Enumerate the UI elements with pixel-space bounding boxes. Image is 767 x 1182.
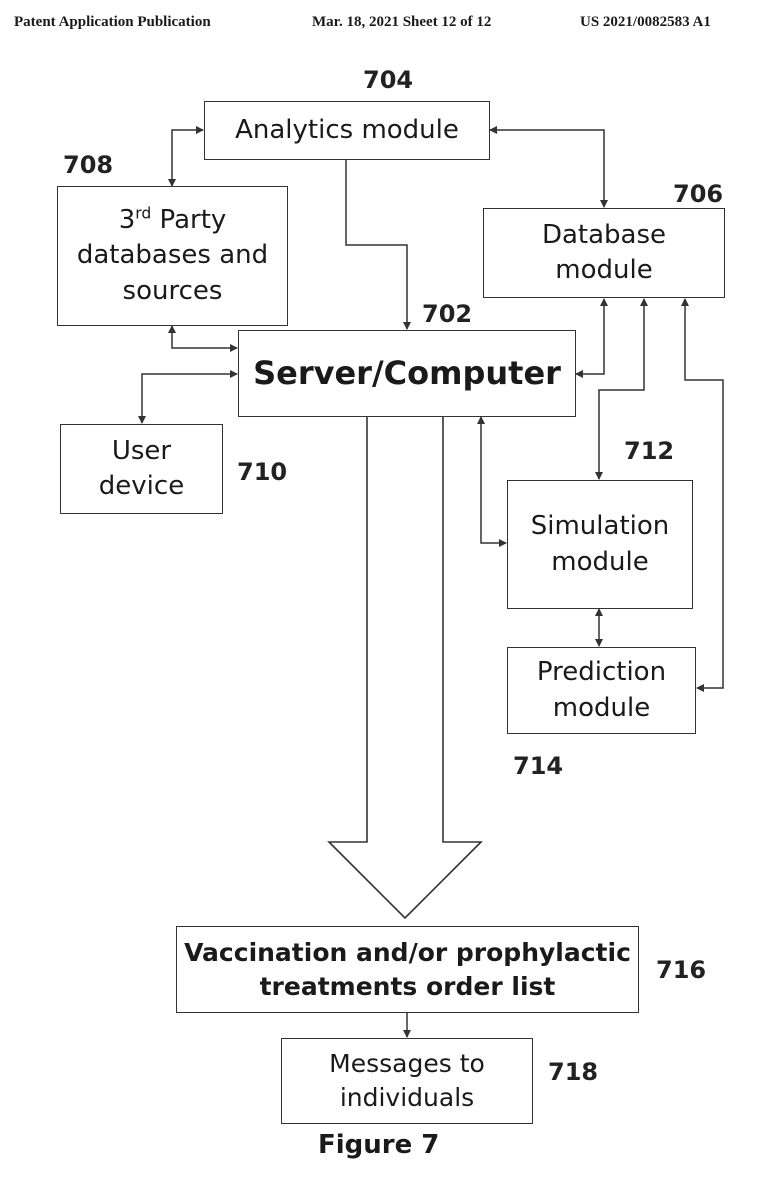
server-computer-label: Server/Computer	[253, 353, 561, 392]
messages-ref: 718	[548, 1058, 599, 1086]
third-party-databases-box: 3rd Party databases and sources	[57, 186, 288, 326]
user-device-label-line1: User	[111, 435, 172, 466]
messages-box: Messages to individuals	[281, 1038, 533, 1124]
database-module-ref: 706	[673, 180, 724, 208]
edge-thirdparty-server	[168, 325, 238, 352]
prediction-module-label-line1: Prediction	[536, 657, 667, 688]
edge-analytics-server	[345, 160, 411, 330]
edge-database-simulation	[595, 298, 648, 480]
simulation-module-ref: 712	[624, 437, 675, 465]
third-party-label-line3: sources	[122, 275, 223, 306]
server-computer-box: Server/Computer	[238, 330, 576, 417]
analytics-module-ref: 704	[363, 66, 414, 94]
analytics-module-label: Analytics module	[235, 114, 459, 145]
big-output-arrow	[327, 417, 483, 920]
order-list-ref: 716	[656, 956, 707, 984]
prediction-module-ref: 714	[513, 752, 564, 780]
database-module-label-line1: Database	[541, 219, 667, 250]
messages-label-line2: individuals	[339, 1083, 475, 1112]
user-device-label-line2: device	[98, 471, 185, 501]
edge-analytics-database	[489, 126, 608, 208]
user-device-ref: 710	[237, 458, 288, 486]
order-list-label-line1: Vaccination and/or prophylactic	[184, 937, 631, 967]
database-module-label-line2: module	[555, 255, 653, 285]
edge-analytics-thirdparty	[168, 126, 204, 187]
user-device-box: User device	[60, 424, 223, 514]
prediction-module-label-line2: module	[552, 692, 651, 723]
order-list-box: Vaccination and/or prophylactic treatmen…	[176, 926, 639, 1013]
figure-label: Figure 7	[318, 1130, 440, 1160]
third-party-label-line1: 3rd Party	[118, 204, 227, 236]
server-computer-ref: 702	[422, 300, 473, 328]
publication-number: US 2021/0082583 A1	[580, 14, 711, 30]
edge-database-prediction	[681, 298, 724, 692]
messages-label-line1: Messages to	[329, 1049, 485, 1079]
third-party-label-line2: databases and	[76, 240, 269, 271]
database-module-box: Database module	[483, 208, 725, 298]
edge-server-simulation	[477, 416, 507, 547]
publication-title: Patent Application Publication	[14, 14, 211, 30]
order-list-label-line2: treatments order list	[259, 971, 556, 1001]
publication-date-sheet: Mar. 18, 2021 Sheet 12 of 12	[312, 14, 492, 30]
prediction-module-box: Prediction module	[507, 647, 696, 734]
edge-server-database	[575, 298, 608, 378]
analytics-module-box: Analytics module	[204, 101, 490, 160]
third-party-ref: 708	[63, 151, 114, 179]
simulation-module-box: Simulation module	[507, 480, 693, 609]
simulation-module-label-line1: Simulation	[530, 511, 670, 542]
edge-userdevice-server	[138, 370, 238, 424]
simulation-module-label-line2: module	[551, 546, 649, 577]
